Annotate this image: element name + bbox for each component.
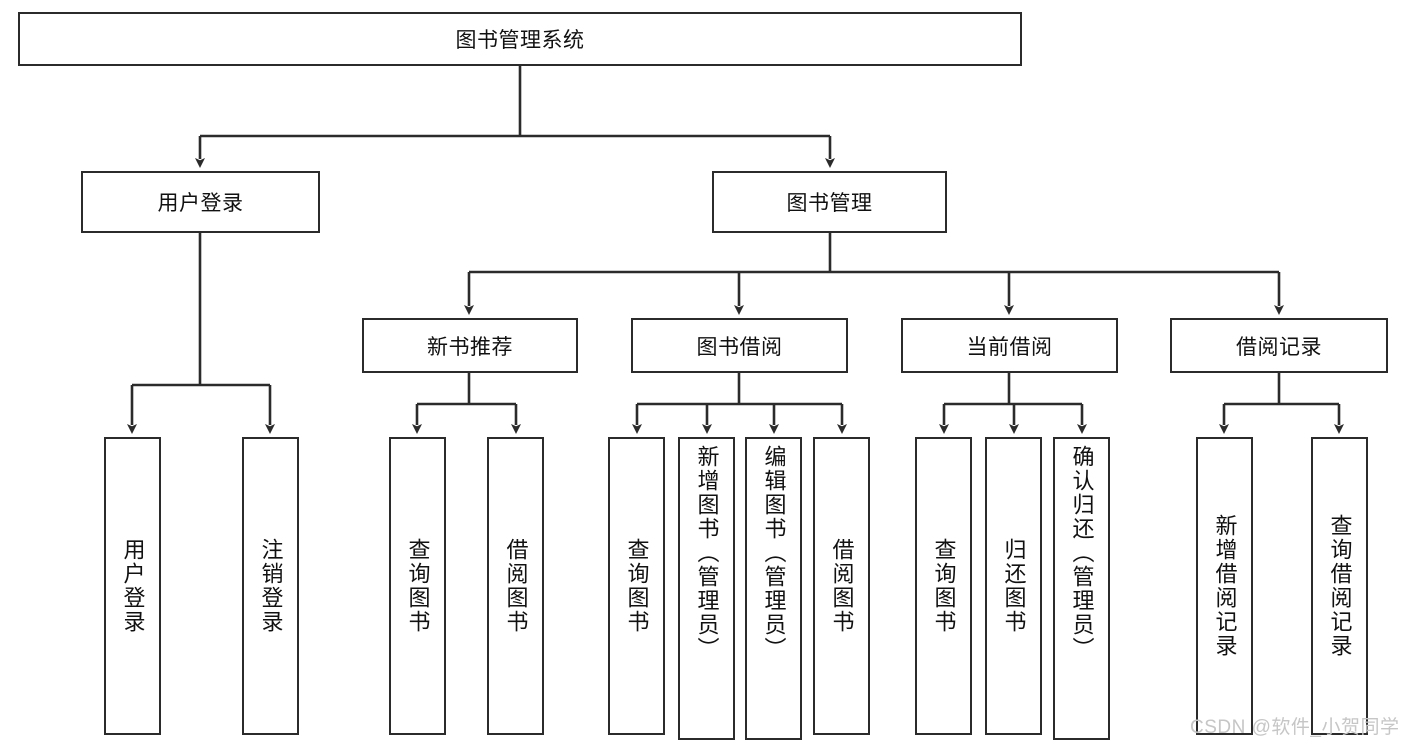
leaf-return-book-label: 归还图书 bbox=[1001, 538, 1027, 634]
node-current-borrow-label: 当前借阅 bbox=[966, 335, 1053, 359]
leaf-edit-book-label: 编辑图书（管理员） bbox=[761, 445, 787, 661]
csdn-watermark: CSDN @软件_小贺同学 bbox=[1190, 717, 1400, 738]
node-book-borrow[interactable]: 图书借阅 bbox=[631, 318, 848, 373]
leaf-query-book-3[interactable]: 查询图书 bbox=[915, 437, 972, 735]
node-new-book-recommend[interactable]: 新书推荐 bbox=[362, 318, 578, 373]
node-borrow-record-label: 借阅记录 bbox=[1236, 335, 1322, 359]
edge-newbook-to-leaves bbox=[412, 373, 521, 434]
leaf-add-borrow-record[interactable]: 新增借阅记录 bbox=[1196, 437, 1253, 735]
leaf-user-login-label: 用户登录 bbox=[120, 538, 146, 634]
leaf-query-borrow-record[interactable]: 查询借阅记录 bbox=[1311, 437, 1368, 735]
edge-root-to-level2 bbox=[195, 66, 835, 168]
leaf-borrow-book-2-label: 借阅图书 bbox=[829, 538, 855, 634]
leaf-confirm-return[interactable]: 确认归还（管理员） bbox=[1053, 437, 1110, 740]
node-user-login[interactable]: 用户登录 bbox=[81, 171, 320, 233]
node-borrow-record[interactable]: 借阅记录 bbox=[1170, 318, 1388, 373]
node-book-management[interactable]: 图书管理 bbox=[712, 171, 947, 233]
edge-currentborrow-to-leaves bbox=[939, 373, 1087, 434]
node-user-login-label: 用户登录 bbox=[157, 192, 244, 215]
edge-borrowrecord-to-leaves bbox=[1219, 373, 1344, 434]
leaf-user-logout[interactable]: 注销登录 bbox=[242, 437, 299, 735]
node-book-management-label: 图书管理 bbox=[786, 192, 873, 215]
leaf-return-book[interactable]: 归还图书 bbox=[985, 437, 1042, 735]
node-book-borrow-label: 图书借阅 bbox=[696, 335, 783, 359]
edge-userlogin-to-leaves bbox=[127, 233, 275, 434]
edge-bookborrow-to-leaves bbox=[632, 373, 847, 434]
leaf-confirm-return-label: 确认归还（管理员） bbox=[1069, 445, 1095, 661]
leaf-query-borrow-record-label: 查询借阅记录 bbox=[1327, 514, 1353, 658]
leaf-edit-book[interactable]: 编辑图书（管理员） bbox=[745, 437, 802, 740]
leaf-borrow-book-1[interactable]: 借阅图书 bbox=[487, 437, 544, 735]
leaf-query-book-1-label: 查询图书 bbox=[405, 538, 431, 634]
leaf-add-book-label: 新增图书（管理员） bbox=[694, 445, 720, 661]
leaf-user-logout-label: 注销登录 bbox=[258, 538, 284, 634]
node-root[interactable]: 图书管理系统 bbox=[18, 12, 1022, 66]
leaf-query-book-3-label: 查询图书 bbox=[931, 538, 957, 634]
leaf-query-book-2[interactable]: 查询图书 bbox=[608, 437, 665, 735]
leaf-add-book[interactable]: 新增图书（管理员） bbox=[678, 437, 735, 740]
node-root-label: 图书管理系统 bbox=[455, 29, 585, 52]
leaf-add-borrow-record-label: 新增借阅记录 bbox=[1212, 514, 1238, 658]
node-current-borrow[interactable]: 当前借阅 bbox=[901, 318, 1118, 373]
edge-bookmgmt-to-level3 bbox=[464, 233, 1284, 315]
leaf-query-book-2-label: 查询图书 bbox=[624, 538, 650, 634]
leaf-borrow-book-1-label: 借阅图书 bbox=[503, 538, 529, 634]
leaf-user-login[interactable]: 用户登录 bbox=[104, 437, 161, 735]
node-new-book-recommend-label: 新书推荐 bbox=[427, 335, 513, 359]
leaf-query-book-1[interactable]: 查询图书 bbox=[389, 437, 446, 735]
leaf-borrow-book-2[interactable]: 借阅图书 bbox=[813, 437, 870, 735]
